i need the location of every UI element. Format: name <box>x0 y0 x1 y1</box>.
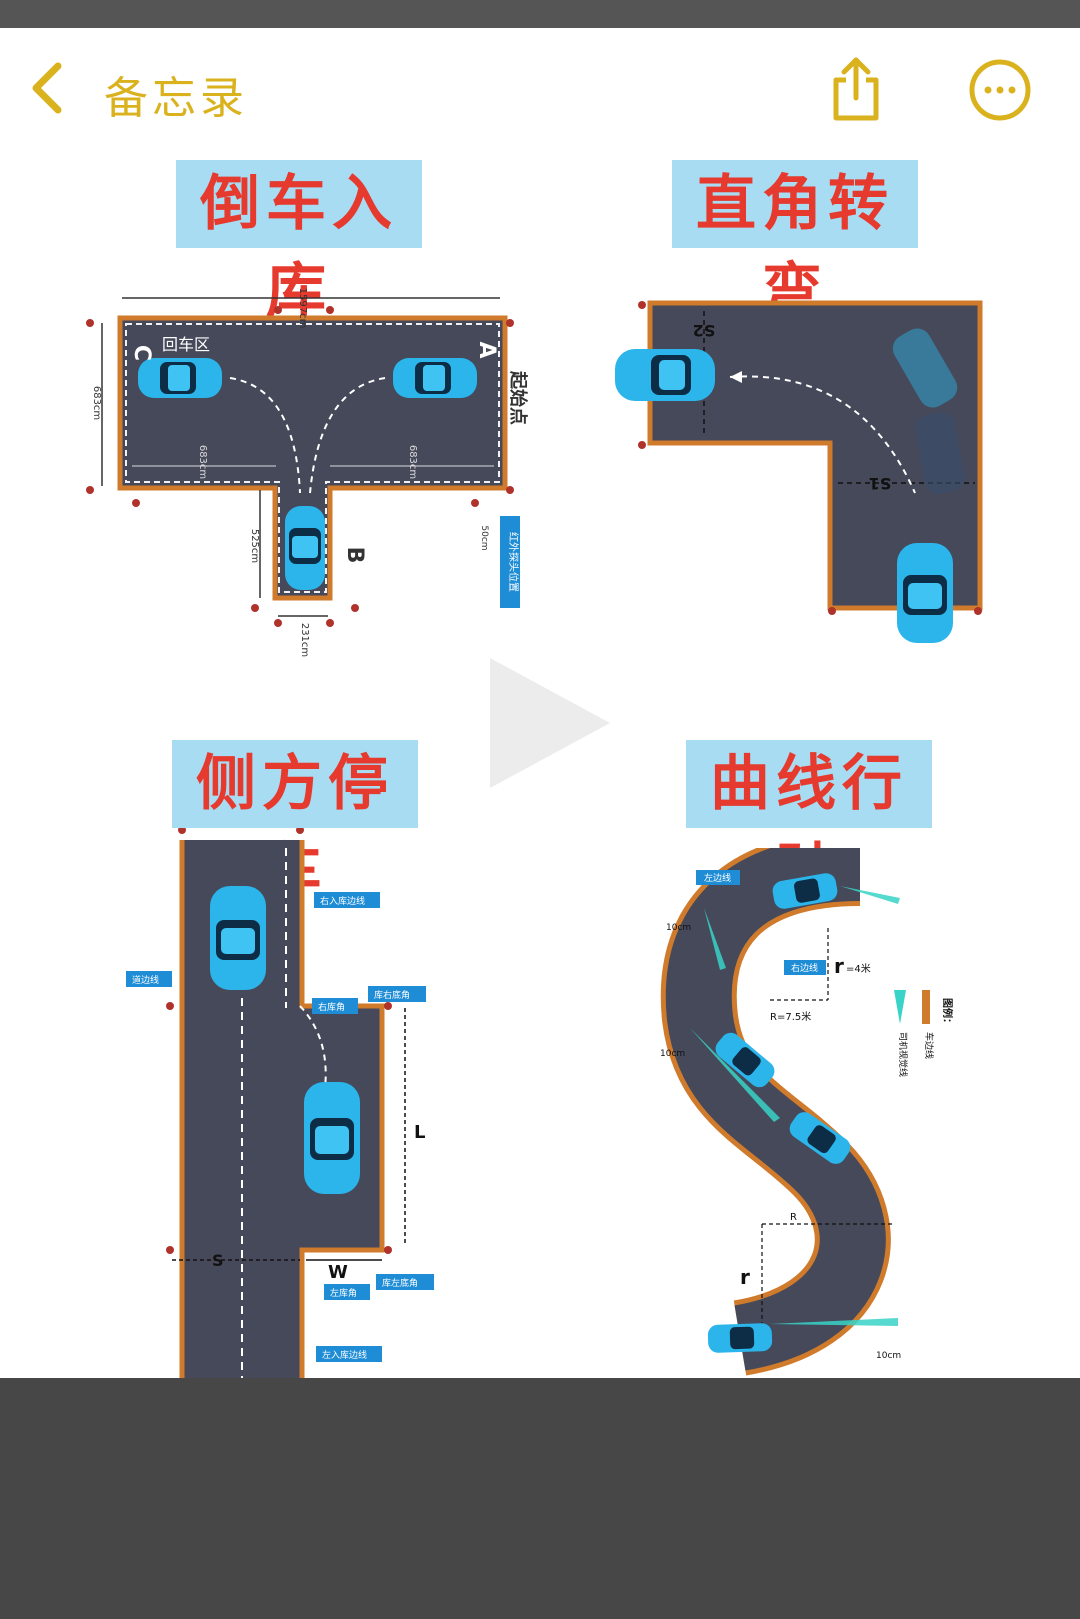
dim-offset: 50cm <box>479 525 489 550</box>
label-a: A <box>474 341 499 358</box>
section-title-curve: 曲线行驶 <box>686 740 932 907</box>
status-strip <box>0 0 1080 28</box>
ellipsis-icon[interactable] <box>968 58 1032 122</box>
play-icon[interactable] <box>470 648 620 798</box>
label-l: L <box>414 1122 425 1143</box>
dist-label-3: 10cm <box>876 1351 901 1361</box>
share-icon[interactable] <box>826 54 886 124</box>
tag-right-entry-line: 右入库边线 <box>320 895 365 907</box>
dim-garage-depth: 525cm <box>249 529 260 563</box>
dist-label-2: 10cm <box>660 1049 685 1059</box>
tag-corner-right-bottom: 库右底角 <box>374 989 410 1001</box>
label-big-r: R <box>790 1212 797 1223</box>
reverse-parking-diagram: 1597cm 683cm 683cm 683cm 525cm 231cm 50c… <box>86 288 529 657</box>
dim-height: 683cm <box>91 386 102 420</box>
curve-driving-diagram: 左边线 右边线 r =4米 R=7.5米 R r 10cm 10cm 10cm … <box>660 848 954 1376</box>
label-s: S <box>212 1251 224 1270</box>
label-s2: S2 <box>693 321 716 340</box>
start-point-label: 起始点 <box>507 370 529 425</box>
nav-title[interactable]: 备忘录 <box>104 73 248 124</box>
legend-edge: 车边线 <box>923 1032 935 1059</box>
sensor-label: 红外探头位置 <box>507 532 520 592</box>
label-big-r-value: R=7.5米 <box>770 1010 811 1023</box>
chevron-left-icon[interactable] <box>28 58 68 118</box>
tag-left-edge: 左边线 <box>704 872 731 884</box>
dim-left: 683cm <box>197 445 208 479</box>
label-b: B <box>342 547 367 564</box>
dim-garage-width: 231cm <box>299 623 310 657</box>
tag-left-entry-line: 左入库边线 <box>322 1349 367 1361</box>
bottom-area <box>0 1378 1080 1619</box>
label-r2: r <box>740 1265 750 1289</box>
label-s1: S1 <box>869 474 892 493</box>
legend-title: 图例： <box>941 998 954 1028</box>
label-small-r: r <box>834 954 844 978</box>
tag-left-corner: 左库角 <box>330 1287 357 1299</box>
right-angle-diagram: S2 S1 <box>615 300 983 643</box>
dim-right: 683cm <box>407 445 418 479</box>
dim-width: 1597cm <box>297 288 308 329</box>
nav-bar: 备忘录 <box>0 28 1080 138</box>
turn-area-label: 回车区 <box>162 335 210 354</box>
parallel-parking-diagram: L W S 右入库边线 道边线 右库角 库右底角 左库角 库左底角 左入库边线 <box>126 828 434 1378</box>
tag-right-edge: 右边线 <box>791 962 818 974</box>
tag-right-corner: 右库角 <box>318 1001 345 1013</box>
notes-screen: 备忘录 倒车入库 直角转弯 侧方停车 曲线行驶 <box>0 28 1080 1378</box>
section-title-right-angle: 直角转弯 <box>672 160 918 327</box>
label-c: C <box>129 345 154 361</box>
tag-road-edge: 道边线 <box>132 974 159 986</box>
legend-view: 司机视觉线 <box>897 1032 909 1077</box>
label-small-r-value: =4米 <box>846 962 871 975</box>
tag-corner-left-bottom: 库左底角 <box>382 1277 418 1289</box>
label-w: W <box>328 1262 348 1283</box>
dist-label-1: 10cm <box>666 923 691 933</box>
section-title-reverse: 倒车入库 <box>176 160 422 327</box>
section-title-parallel: 侧方停车 <box>172 740 418 907</box>
